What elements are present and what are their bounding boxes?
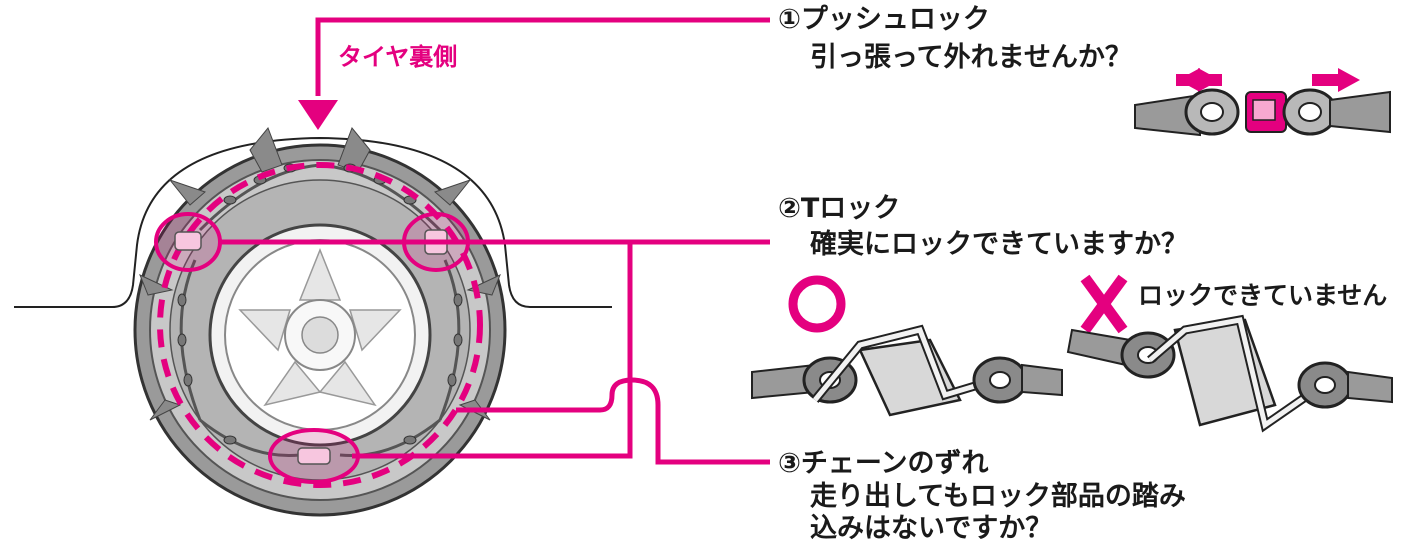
ground-line bbox=[14, 136, 612, 308]
check-3-question-line1: 走り出してもロック部品の踏み bbox=[810, 481, 1186, 512]
check-2-ng-caption: ロックできていません bbox=[1138, 281, 1388, 310]
check-1-question: 引っ張って外れませんか？ bbox=[810, 42, 1132, 73]
check-3-question-line2: 込みはないですか？ bbox=[810, 513, 1053, 544]
ok-circle-mark bbox=[788, 275, 846, 333]
tire-back-label: タイヤ裏側 bbox=[338, 43, 458, 71]
tire-illustration bbox=[133, 127, 507, 517]
check-2-title: ②Tロック bbox=[778, 193, 901, 224]
leader-lines bbox=[220, 17, 770, 465]
t-lock-ng-illustration bbox=[1066, 314, 1393, 433]
ng-cross-mark bbox=[1080, 274, 1128, 334]
push-lock-illustration bbox=[1134, 68, 1391, 137]
check-1-title: ①プッシュロック bbox=[778, 4, 990, 35]
check-2-question: 確実にロックできていますか？ bbox=[810, 229, 1188, 260]
check-3-title: ③チェーンのずれ bbox=[778, 448, 989, 479]
t-lock-ok-illustration bbox=[751, 324, 1063, 417]
tire-back-arrowhead bbox=[298, 100, 338, 130]
